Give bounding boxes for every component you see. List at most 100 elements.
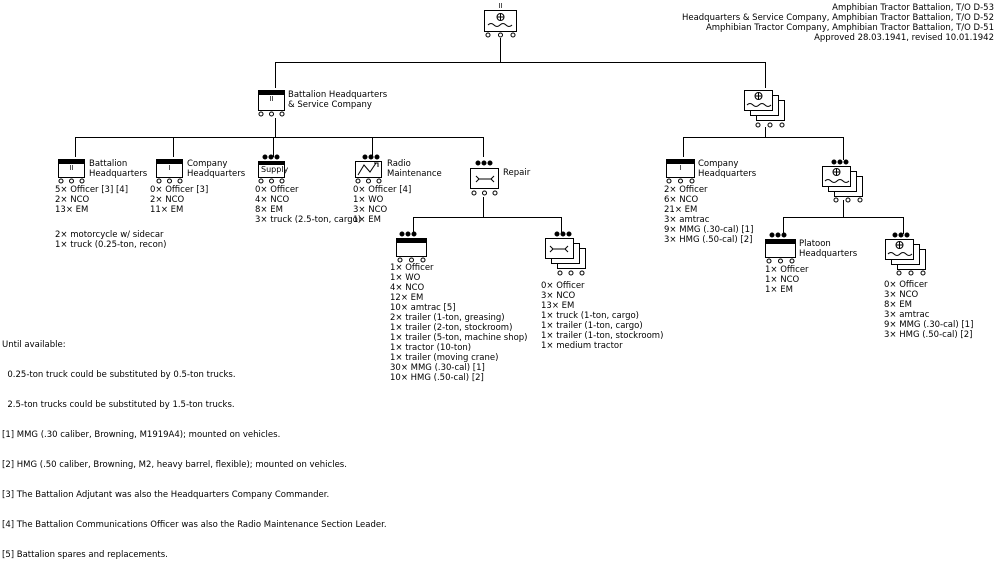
vehicle-line: 1× truck (0.25-ton, recon): [55, 240, 167, 250]
personnel-line: 9× MMG (.30-cal) [1]: [664, 225, 754, 235]
personnel-line: 1× Officer: [765, 265, 809, 275]
label-line: Company: [698, 159, 739, 169]
bn-hq-svc-size: II: [269, 95, 273, 103]
header-line: Approved 28.03.1941, revised 10.01.1942: [814, 33, 994, 43]
personnel-line: 2× NCO: [55, 195, 90, 205]
personnel-line: 13× EM: [541, 301, 575, 311]
supply-label: Supply: [261, 165, 289, 174]
personnel-line: 1× WO: [390, 273, 421, 283]
label-line: Battalion: [89, 159, 128, 169]
personnel-line: 2× NCO: [150, 195, 185, 205]
top-size-text: II: [498, 2, 502, 10]
personnel-line: 3× amtrac: [884, 310, 930, 320]
personnel-line: 3× HMG (.50-cal) [2]: [664, 235, 753, 245]
personnel-line: 30× MMG (.30-cal) [1]: [390, 363, 485, 373]
platoon-hq-symbol: [765, 232, 796, 264]
label-line: Battalion Headquarters: [288, 90, 388, 100]
bn-hq-svc-symbol: II: [258, 90, 285, 117]
label-line: Headquarters: [698, 169, 757, 179]
bn-hq-size: II: [69, 164, 73, 172]
personnel-line: 3× HMG (.50-cal) [2]: [884, 330, 973, 340]
radio-maintenance-symbol: [355, 154, 382, 184]
repair-label: Repair: [503, 168, 531, 178]
footnote-line: Until available:: [2, 340, 66, 350]
bn-hq-vehicles: 2× motorcycle w/ sidecar 1× truck (0.25-…: [55, 230, 167, 250]
radio-personnel: 0× Officer [4] 1× WO 3× NCO 1× EM: [353, 185, 411, 225]
co-hq-size: I: [168, 164, 170, 172]
personnel-line: 1× trailer (5-ton, machine shop): [390, 333, 528, 343]
amtrac-company-symbol: [744, 90, 785, 128]
co-hq-personnel: 0× Officer [3] 2× NCO 11× EM: [150, 185, 208, 215]
personnel-line: 1× trailer (1-ton, stockroom): [541, 331, 664, 341]
footnote-line: [2] HMG (.50 caliber, Browning, M2, heav…: [2, 460, 347, 470]
bn-hq-personnel: 5× Officer [3] [4] 2× NCO 13× EM: [55, 185, 128, 215]
personnel-line: 1× trailer (1-ton, cargo): [541, 321, 643, 331]
amtrac-co-hq-size: I: [679, 164, 681, 172]
repair-hq-personnel: 1× Officer 1× WO 4× NCO 12× EM 10× amtra…: [390, 263, 528, 383]
personnel-line: 1× Officer: [390, 263, 434, 273]
footnote-line: [1] MMG (.30 caliber, Browning, M1919A4)…: [2, 430, 281, 440]
personnel-line: 13× EM: [55, 205, 89, 215]
personnel-line: 1× truck (1-ton, cargo): [541, 311, 639, 321]
vehicle-line: 2× motorcycle w/ sidecar: [55, 230, 164, 240]
personnel-line: 1× WO: [353, 195, 384, 205]
co-hq-label: Company Headquarters: [187, 159, 245, 179]
personnel-line: 0× Officer [4]: [353, 185, 412, 195]
label-line: Headquarters: [89, 169, 148, 179]
bn-hq-label: Battalion Headquarters: [89, 159, 147, 179]
amtrac-co-hq-label: Company Headquarters: [698, 159, 756, 179]
amtrac-co-hq-symbol: I: [666, 159, 695, 184]
footnote-line: [4] The Battalion Communications Officer…: [2, 520, 387, 530]
personnel-line: 10× amtrac [5]: [390, 303, 456, 313]
personnel-line: 8× EM: [255, 205, 283, 215]
personnel-line: 10× HMG (.50-cal) [2]: [390, 373, 484, 383]
personnel-line: 1× EM: [353, 215, 381, 225]
repair-section-personnel: 0× Officer 3× NCO 13× EM 1× truck (1-ton…: [541, 281, 663, 351]
personnel-line: 0× Officer: [541, 281, 585, 291]
bn-hq-symbol: II: [58, 159, 85, 184]
footnote-line: 0.25-ton truck could be substituted by 0…: [2, 370, 236, 380]
personnel-line: 3× NCO: [541, 291, 576, 301]
label-line: Radio: [387, 159, 411, 169]
radio-label: Radio Maintenance: [387, 159, 442, 179]
repair-symbol: [470, 160, 499, 196]
personnel-line: 4× NCO: [390, 283, 425, 293]
footnote-line: 2.5-ton trucks could be substituted by 1…: [2, 400, 235, 410]
personnel-line: 21× EM: [664, 205, 698, 215]
co-hq-symbol: I: [156, 159, 183, 184]
personnel-line: 0× Officer: [884, 280, 928, 290]
repair-hq-symbol: [396, 231, 427, 263]
personnel-line: 0× Officer: [255, 185, 299, 195]
personnel-line: 1× tractor (10-ton): [390, 343, 472, 353]
label-line: Maintenance: [387, 169, 442, 179]
personnel-line: 1× trailer (moving crane): [390, 353, 499, 363]
connector-lines: [75, 38, 904, 234]
footnotes: Until available: 0.25-ton truck could be…: [2, 320, 387, 570]
platoon-hq-label: Platoon Headquarters: [799, 239, 857, 259]
amtrac-co-hq-personnel: 2× Officer 6× NCO 21× EM 3× amtrac 9× MM…: [664, 185, 753, 245]
personnel-line: 1× NCO: [765, 275, 800, 285]
personnel-line: 2× trailer (1-ton, greasing): [390, 313, 505, 323]
supply-symbol: [258, 154, 285, 184]
personnel-line: 5× Officer [3] [4]: [55, 185, 129, 195]
personnel-line: 1× trailer (2-ton, stockroom): [390, 323, 513, 333]
org-chart-diagram: II II II I: [58, 2, 926, 276]
header-line: Headquarters & Service Company, Amphibia…: [681, 13, 994, 23]
personnel-line: 9× MMG (.30-cal) [1]: [884, 320, 974, 330]
footnote-line: [3] The Battalion Adjutant was also the …: [2, 490, 330, 500]
personnel-line: 3× amtrac: [664, 215, 710, 225]
label-line: Platoon: [799, 239, 831, 249]
label-line: Company: [187, 159, 228, 169]
personnel-line: 6× NCO: [664, 195, 699, 205]
personnel-line: 1× medium tractor: [541, 341, 623, 351]
footnote-line: [5] Battalion spares and replacements.: [2, 550, 168, 560]
platoon-hq-personnel: 1× Officer 1× NCO 1× EM: [765, 265, 809, 295]
header-line: Amphibian Tractor Battalion, T/O D-53: [832, 3, 994, 13]
personnel-line: 12× EM: [390, 293, 424, 303]
platoon-symbol: [822, 159, 863, 203]
personnel-line: 0× Officer [3]: [150, 185, 209, 195]
battalion-amtrac-symbol: II: [484, 2, 517, 38]
personnel-line: 11× EM: [150, 205, 184, 215]
header-line: Amphibian Tractor Company, Amphibian Tra…: [705, 23, 994, 33]
chart-header: Amphibian Tractor Battalion, T/O D-53 He…: [682, 3, 994, 43]
